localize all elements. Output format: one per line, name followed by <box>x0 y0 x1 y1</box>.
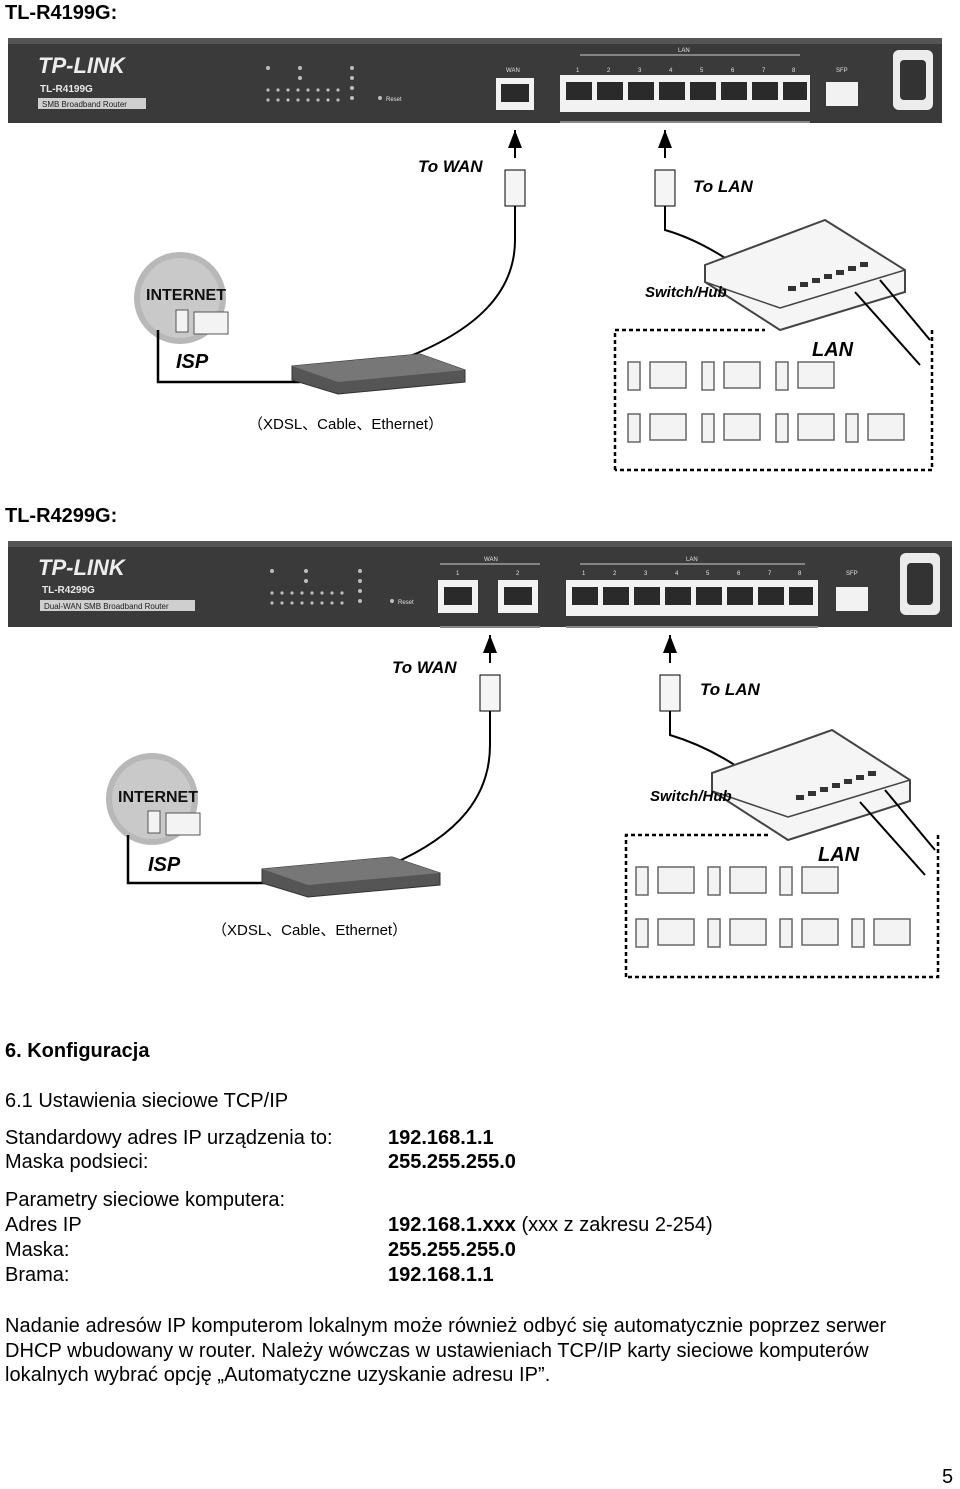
svg-text:Reset: Reset <box>398 600 414 606</box>
lan-cloud-label: LAN <box>812 339 854 361</box>
to-wan-label: To WAN <box>392 658 457 677</box>
svg-text:3: 3 <box>644 571 648 577</box>
section-6-1-heading: 6.1 Ustawienia sieciowe TCP/IP <box>5 1090 289 1112</box>
section-6-heading: 6. Konfiguracja <box>5 1040 150 1062</box>
device-mask-label: Maska podsieci: <box>5 1151 149 1173</box>
switch-hub-label: Switch/Hub <box>645 284 727 301</box>
network-diagram-2: TP-LINK TL-R4299G Dual-WAN SMB Broadband… <box>8 541 952 979</box>
svg-text:WAN: WAN <box>484 557 498 563</box>
paragraph-line-3: lokalnych wybrać opcję „Automatyczne uzy… <box>5 1364 551 1386</box>
svg-text:5: 5 <box>706 571 710 577</box>
paragraph-line-1: Nadanie adresów IP komputerom lokalnym m… <box>5 1315 887 1337</box>
svg-text:8: 8 <box>798 571 802 577</box>
router-subtitle: SMB Broadband Router <box>42 100 127 109</box>
svg-text:1: 1 <box>456 571 460 577</box>
svg-text:LAN: LAN <box>678 48 690 54</box>
internet-label: INTERNET <box>146 287 226 304</box>
switch-hub-label: Switch/Hub <box>650 788 732 805</box>
svg-text:4: 4 <box>669 68 673 74</box>
model2-heading: TL-R4299G: <box>5 505 118 527</box>
svg-text:2: 2 <box>613 571 617 577</box>
svg-text:1: 1 <box>582 571 586 577</box>
computer-gateway-value: 192.168.1.1 <box>388 1264 494 1286</box>
router-model: TL-R4199G <box>40 84 93 95</box>
computer-ip-label: Adres IP <box>5 1214 82 1236</box>
internet-label: INTERNET <box>118 789 198 806</box>
computer-params-heading: Parametry sieciowe komputera: <box>5 1189 286 1211</box>
router-subtitle: Dual-WAN SMB Broadband Router <box>44 602 169 611</box>
to-lan-label: To LAN <box>693 177 754 196</box>
svg-text:7: 7 <box>762 68 766 74</box>
svg-text:7: 7 <box>768 571 772 577</box>
svg-text:4: 4 <box>675 571 679 577</box>
network-diagram-1: TP-LINK TL-R4199G SMB Broadband Router R… <box>8 38 942 472</box>
device-ip-value: 192.168.1.1 <box>388 1127 494 1149</box>
svg-text:LAN: LAN <box>686 557 698 563</box>
svg-text:SFP: SFP <box>846 571 858 577</box>
connections-label: （XDSL、Cable、Ethernet） <box>212 922 407 939</box>
to-lan-label: To LAN <box>700 680 761 699</box>
computer-mask-value: 255.255.255.0 <box>388 1239 516 1261</box>
svg-text:2: 2 <box>516 571 520 577</box>
svg-text:8: 8 <box>792 68 796 74</box>
svg-text:WAN: WAN <box>506 68 520 74</box>
device-mask-value: 255.255.255.0 <box>388 1151 516 1173</box>
svg-text:1: 1 <box>576 68 580 74</box>
lan-cloud-label: LAN <box>818 844 860 866</box>
isp-label: ISP <box>148 854 181 876</box>
svg-text:3: 3 <box>638 68 642 74</box>
computer-gateway-label: Brama: <box>5 1264 70 1286</box>
computer-ip-note: (xxx z zakresu 2-254) <box>515 1214 713 1236</box>
isp-label: ISP <box>176 351 209 373</box>
computer-ip-value: 192.168.1.xxx <box>388 1214 516 1236</box>
page-number: 5 <box>942 1466 954 1488</box>
svg-text:2: 2 <box>607 68 611 74</box>
dhcp-paragraph: Nadanie adresów IP komputerom lokalnym m… <box>5 1314 957 1388</box>
svg-text:SFP: SFP <box>836 68 848 74</box>
router-brand: TP-LINK <box>38 53 127 78</box>
device-ip-label: Standardowy adres IP urządzenia to: <box>5 1127 333 1149</box>
svg-text:6: 6 <box>737 571 741 577</box>
svg-text:6: 6 <box>731 68 735 74</box>
svg-text:Reset: Reset <box>386 97 402 103</box>
to-wan-label: To WAN <box>418 157 483 176</box>
router-model: TL-R4299G <box>42 585 95 596</box>
connections-label: （XDSL、Cable、Ethernet） <box>248 416 443 433</box>
computer-mask-label: Maska: <box>5 1239 70 1261</box>
router-brand: TP-LINK <box>38 555 127 580</box>
computer-ip-row: 192.168.1.xxx (xxx z zakresu 2-254) <box>388 1213 713 1237</box>
paragraph-line-2: DHCP wbudowany w router. Należy wówczas … <box>5 1339 869 1362</box>
svg-text:5: 5 <box>700 68 704 74</box>
model1-heading: TL-R4199G: <box>5 2 118 24</box>
